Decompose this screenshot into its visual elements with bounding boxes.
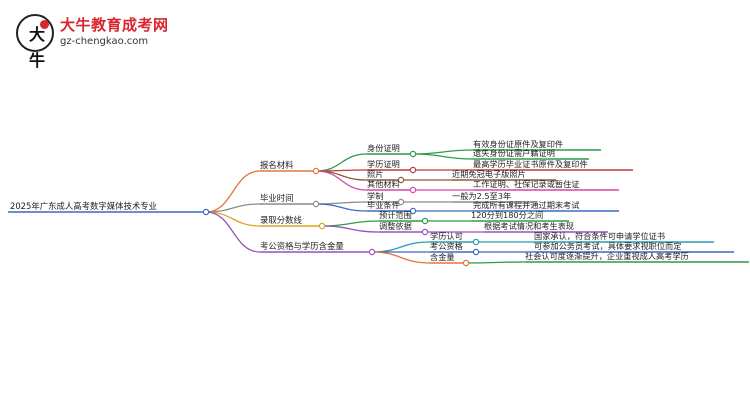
subtopic-3-2-node-dot bbox=[421, 228, 429, 236]
subtopic-2-2-label: 毕业条件 bbox=[367, 200, 400, 210]
branch-1-label: 报名材料 bbox=[260, 160, 294, 170]
branch-2-label: 毕业时间 bbox=[260, 193, 294, 203]
leaf-link-1-1-1 bbox=[412, 149, 474, 155]
subtopic-2-2-node-dot bbox=[409, 207, 417, 215]
branch-link-4 bbox=[205, 211, 261, 253]
leaf-link-4-3-1 bbox=[465, 261, 526, 264]
leaf-2-2-1-label: 完成所有课程并通过期末考试 bbox=[473, 200, 579, 210]
root-node-dot bbox=[202, 208, 210, 216]
subtopic-1-4-label: 其他材料 bbox=[367, 179, 400, 189]
subtopic-link-3-1 bbox=[321, 220, 380, 227]
branch-2-node-dot bbox=[312, 200, 320, 208]
leaf-1-3-1-label: 近期免冠电子版照片 bbox=[452, 169, 526, 179]
root-label: 2025年广东成人高考数字媒体技术专业 bbox=[10, 201, 157, 211]
subtopic-3-1-label: 预计范围 bbox=[379, 210, 412, 220]
leaf-link-1-1-2 bbox=[412, 153, 474, 160]
site-logo[interactable]: 大牛 大牛教育成考网 gz-chengkao.com bbox=[16, 14, 176, 70]
subtopic-1-2-label: 学历证明 bbox=[367, 159, 400, 169]
leaf-1-2-1-label: 最高学历毕业证书原件及复印件 bbox=[473, 159, 588, 169]
subtopic-4-1-node-dot bbox=[472, 238, 480, 246]
leaf-4-1-1-label: 国家承认，符合条件可申请学位证书 bbox=[534, 231, 665, 241]
branch-3-label: 录取分数线 bbox=[260, 215, 302, 225]
branch-4-node-dot bbox=[368, 248, 376, 256]
subtopic-link-1-4 bbox=[315, 170, 368, 191]
leaf-4-2-1-label: 可参加公务员考试，具体要求视职位而定 bbox=[534, 241, 681, 251]
leaf-3-1-1-label: 120分到180分之间 bbox=[471, 210, 543, 220]
branch-3-node-dot bbox=[318, 222, 326, 230]
subtopic-link-4-3 bbox=[371, 251, 431, 264]
logo-title: 大牛教育成考网 bbox=[60, 16, 169, 34]
subtopic-4-1-label: 学历认可 bbox=[430, 231, 463, 241]
subtopic-4-3-label: 含金量 bbox=[430, 252, 455, 262]
subtopic-link-2-2 bbox=[315, 203, 368, 212]
subtopic-1-2-node-dot bbox=[409, 166, 417, 174]
subtopic-3-1-node-dot bbox=[421, 217, 429, 225]
leaf-1-1-1-label: 有效身份证原件及复印件 bbox=[473, 139, 563, 149]
subtopic-1-4-node-dot bbox=[409, 186, 417, 194]
logo-url: gz-chengkao.com bbox=[60, 36, 149, 47]
subtopic-1-1-label: 身份证明 bbox=[367, 143, 400, 153]
subtopic-1-1-node-dot bbox=[409, 150, 417, 158]
logo-red-dot bbox=[40, 20, 49, 29]
subtopic-1-3-label: 照片 bbox=[367, 169, 383, 179]
subtopic-1-3-node-dot bbox=[397, 176, 405, 184]
leaf-1-1-2-label: 遗失身份证需户籍证明 bbox=[473, 148, 555, 158]
subtopic-4-3-node-dot bbox=[462, 259, 470, 267]
logo-mark-text: 大牛 bbox=[28, 25, 45, 70]
subtopic-3-2-label: 调整依据 bbox=[379, 221, 412, 231]
branch-1-node-dot bbox=[312, 167, 320, 175]
subtopic-link-1-1 bbox=[315, 153, 368, 172]
subtopic-link-3-2 bbox=[321, 225, 380, 233]
leaf-3-2-1-label: 根据考试情况和考生表现 bbox=[484, 221, 574, 231]
subtopic-4-2-label: 考公资格 bbox=[430, 241, 463, 251]
leaf-2-1-1-label: 一般为2.5至3年 bbox=[452, 191, 511, 201]
subtopic-link-1-3 bbox=[315, 170, 368, 181]
subtopic-2-1-node-dot bbox=[397, 198, 405, 206]
subtopic-4-2-node-dot bbox=[472, 248, 480, 256]
branch-link-1 bbox=[205, 170, 261, 213]
branch-4-label: 考公资格与学历含金量 bbox=[260, 241, 344, 251]
subtopic-2-1-label: 学制 bbox=[367, 191, 383, 201]
subtopic-link-4-1 bbox=[371, 241, 431, 253]
leaf-1-4-1-label: 工作证明、社保记录或暂住证 bbox=[473, 179, 579, 189]
logo-mark: 大牛 bbox=[16, 14, 54, 70]
leaf-4-3-1-label: 社会认可度逐渐提升，企业重视成人高考学历 bbox=[525, 251, 689, 261]
